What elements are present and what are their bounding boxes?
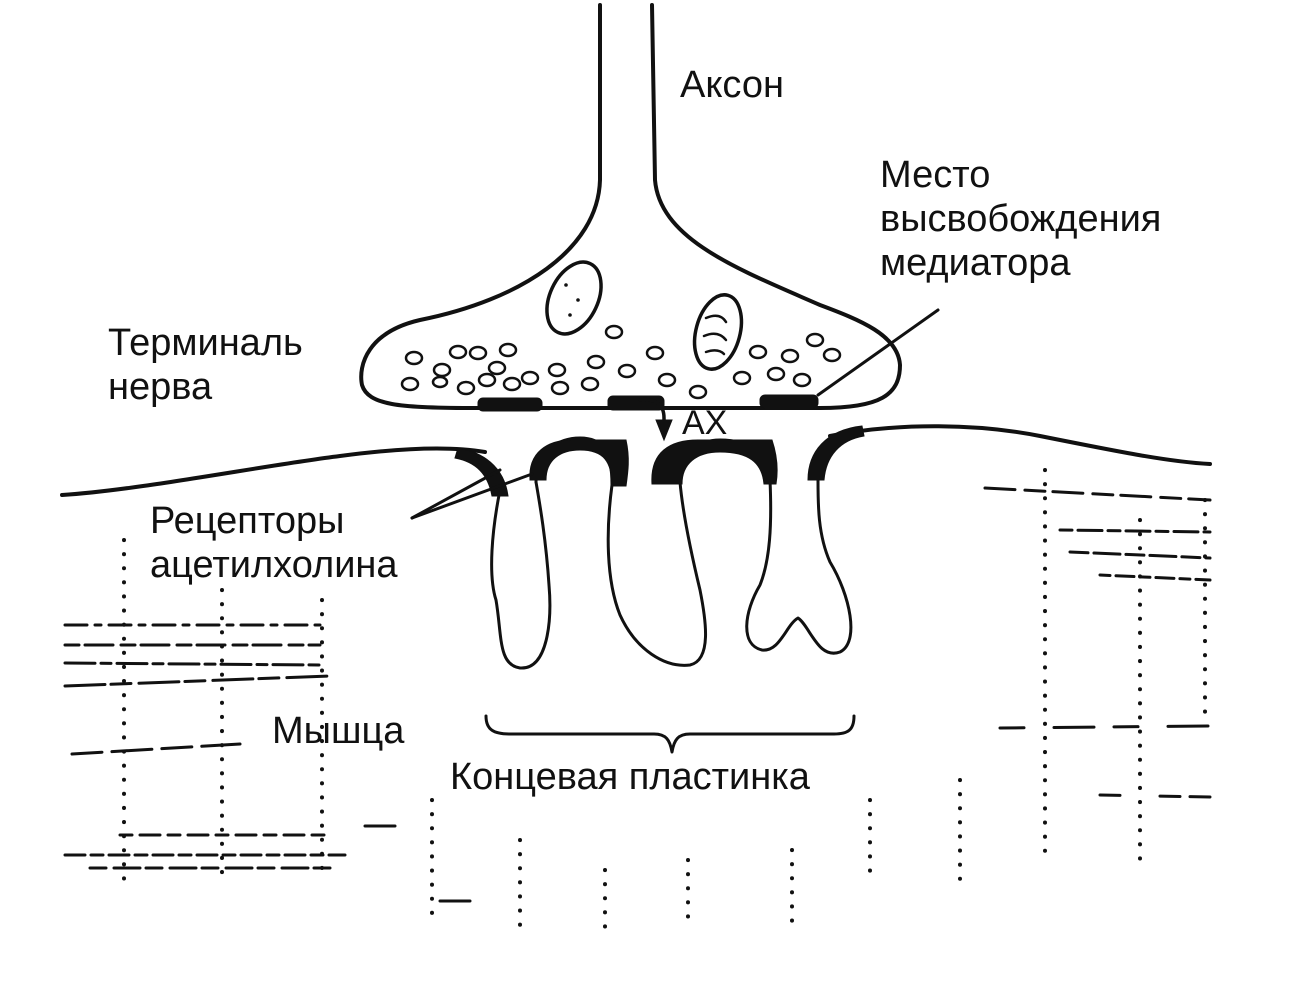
ach-arrow [638,397,673,442]
end-plate-label: Концевая пластинка [450,756,810,798]
synaptic-vesicles [400,324,842,400]
muscle-label: Мышца [272,710,405,752]
release-sites [477,394,819,412]
receptors-label-line-1: Рецепторы [150,500,345,542]
mitochondrion-right [692,293,744,371]
ach-label: АХ [682,404,728,442]
muscle-dotted-lines [122,468,1207,932]
nerve-terminal-label-line-1: Терминаль [108,322,303,364]
muscle-membrane-right [828,424,1212,466]
release-site-label-line-2: высвобождения [880,198,1162,240]
release-site-label-line-1: Место [880,154,991,196]
receptors-label-line-2: ацетилхолина [150,544,398,586]
muscle-membrane-left [60,446,487,497]
muscle-striations [63,486,1212,903]
axon-label: Аксон [680,64,784,106]
release-site-pointer [816,308,940,397]
release-site-label-line-3: медиатора [880,242,1071,284]
receptor-pointers [410,468,534,520]
nerve-terminal-label-line-2: нерва [108,366,213,408]
ach-receptors [454,425,865,497]
mitochondrion-left [545,260,603,336]
end-plate-brace [484,714,856,754]
nerve-terminal-outline [359,3,902,410]
